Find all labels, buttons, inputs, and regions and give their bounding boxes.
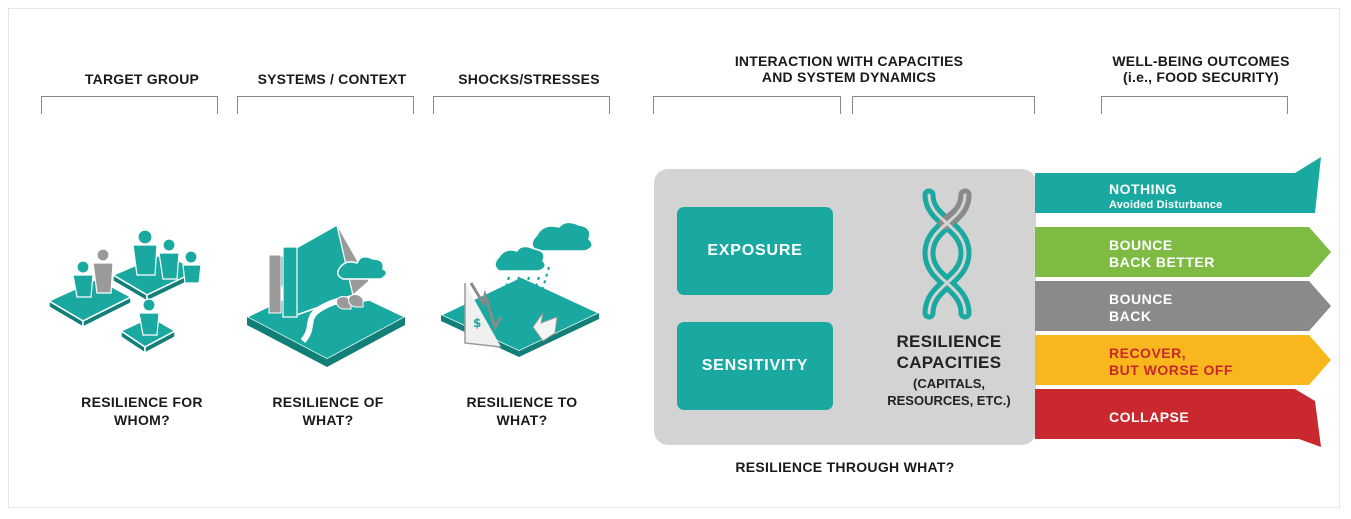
- storm-icon: $: [439, 221, 601, 357]
- outcome-arrow-bounce-back: [1035, 281, 1331, 331]
- dna-icon: [922, 188, 972, 320]
- outcome-nothing-line1: NOTHING: [1109, 181, 1178, 197]
- exposure-box: EXPOSURE: [677, 207, 833, 295]
- diagram-frame: TARGET GROUP SYSTEMS / CONTEXT SHOCKS/ST…: [8, 8, 1340, 508]
- header-shocks-stresses: SHOCKS/STRESSES: [458, 71, 600, 87]
- outcome-collapse-line1: COLLAPSE: [1109, 409, 1190, 425]
- bracket-interaction-left: [653, 96, 841, 114]
- sensitivity-box: SENSITIVITY: [677, 322, 833, 410]
- outcome-recover-line1: RECOVER,: [1109, 345, 1187, 361]
- bracket-target-group: [41, 96, 218, 114]
- caption-whom-line2: WHOM?: [114, 412, 170, 428]
- bracket-interaction-right: [852, 96, 1035, 114]
- capacities-sub-line2: RESOURCES, ETC.): [887, 393, 1011, 408]
- outcome-bounce-back-line2: BACK: [1109, 308, 1152, 324]
- dollar-icon: $: [473, 316, 481, 330]
- capacities-subtitle: (CAPITALS, RESOURCES, ETC.): [859, 375, 1039, 409]
- outcome-arrow-recover-worse: [1035, 335, 1331, 385]
- outcome-collapse-label: COLLAPSE: [1109, 409, 1189, 426]
- outcome-nothing-line2: Avoided Disturbance: [1109, 199, 1223, 211]
- outcome-bounce-better-label: BOUNCE BACK BETTER: [1109, 237, 1215, 271]
- header-interaction-line1: INTERACTION WITH CAPACITIES: [734, 53, 964, 69]
- outcome-bounce-back-label: BOUNCE BACK: [1109, 291, 1173, 325]
- outcome-arrows: [1035, 157, 1331, 447]
- caption-to-line1: RESILIENCE TO: [466, 394, 578, 410]
- capacities-title-line1: RESILIENCE: [896, 332, 1002, 351]
- outcome-arrow-collapse: [1035, 389, 1321, 447]
- outcome-bounce-better-line2: BACK BETTER: [1109, 254, 1215, 270]
- capacities-title: RESILIENCE CAPACITIES: [859, 331, 1039, 373]
- header-systems-context: SYSTEMS / CONTEXT: [257, 71, 407, 87]
- landscape-icon: [245, 223, 407, 367]
- outcome-arrow-bounce-back-better: [1035, 227, 1331, 277]
- outcome-bounce-better-line1: BOUNCE: [1109, 237, 1173, 253]
- header-wellbeing-line2: (i.e., FOOD SECURITY): [1123, 69, 1279, 85]
- header-target-group: TARGET GROUP: [84, 71, 200, 87]
- outcome-recover-line2: BUT WORSE OFF: [1109, 362, 1233, 378]
- header-interaction: INTERACTION WITH CAPACITIES AND SYSTEM D…: [669, 53, 1029, 85]
- outcome-recover-label: RECOVER, BUT WORSE OFF: [1109, 345, 1233, 379]
- caption-what-line2: WHAT?: [302, 412, 354, 428]
- caption-whom-line1: RESILIENCE FOR: [81, 394, 203, 410]
- header-interaction-line2: AND SYSTEM DYNAMICS: [761, 69, 937, 85]
- outcome-nothing-label: NOTHING Avoided Disturbance: [1109, 181, 1222, 212]
- capacities-sub-line1: (CAPITALS,: [913, 376, 985, 391]
- caption-whom: RESILIENCE FOR WHOM?: [47, 393, 237, 429]
- header-wellbeing-line1: WELL-BEING OUTCOMES: [1112, 53, 1290, 69]
- caption-what-line1: RESILIENCE OF: [272, 394, 384, 410]
- capacities-title-line2: CAPACITIES: [896, 353, 1002, 372]
- bracket-systems-context: [237, 96, 414, 114]
- caption-to-line2: WHAT?: [496, 412, 548, 428]
- outcome-bounce-back-line1: BOUNCE: [1109, 291, 1173, 307]
- outcome-arrow-nothing: [1035, 157, 1321, 213]
- caption-through: RESILIENCE THROUGH WHAT?: [735, 459, 955, 475]
- caption-what: RESILIENCE OF WHAT?: [233, 393, 423, 429]
- bracket-wellbeing: [1101, 96, 1288, 114]
- header-wellbeing: WELL-BEING OUTCOMES (i.e., FOOD SECURITY…: [1091, 53, 1311, 85]
- people-icon: [47, 229, 202, 355]
- caption-to: RESILIENCE TO WHAT?: [427, 393, 617, 429]
- bracket-shocks-stresses: [433, 96, 610, 114]
